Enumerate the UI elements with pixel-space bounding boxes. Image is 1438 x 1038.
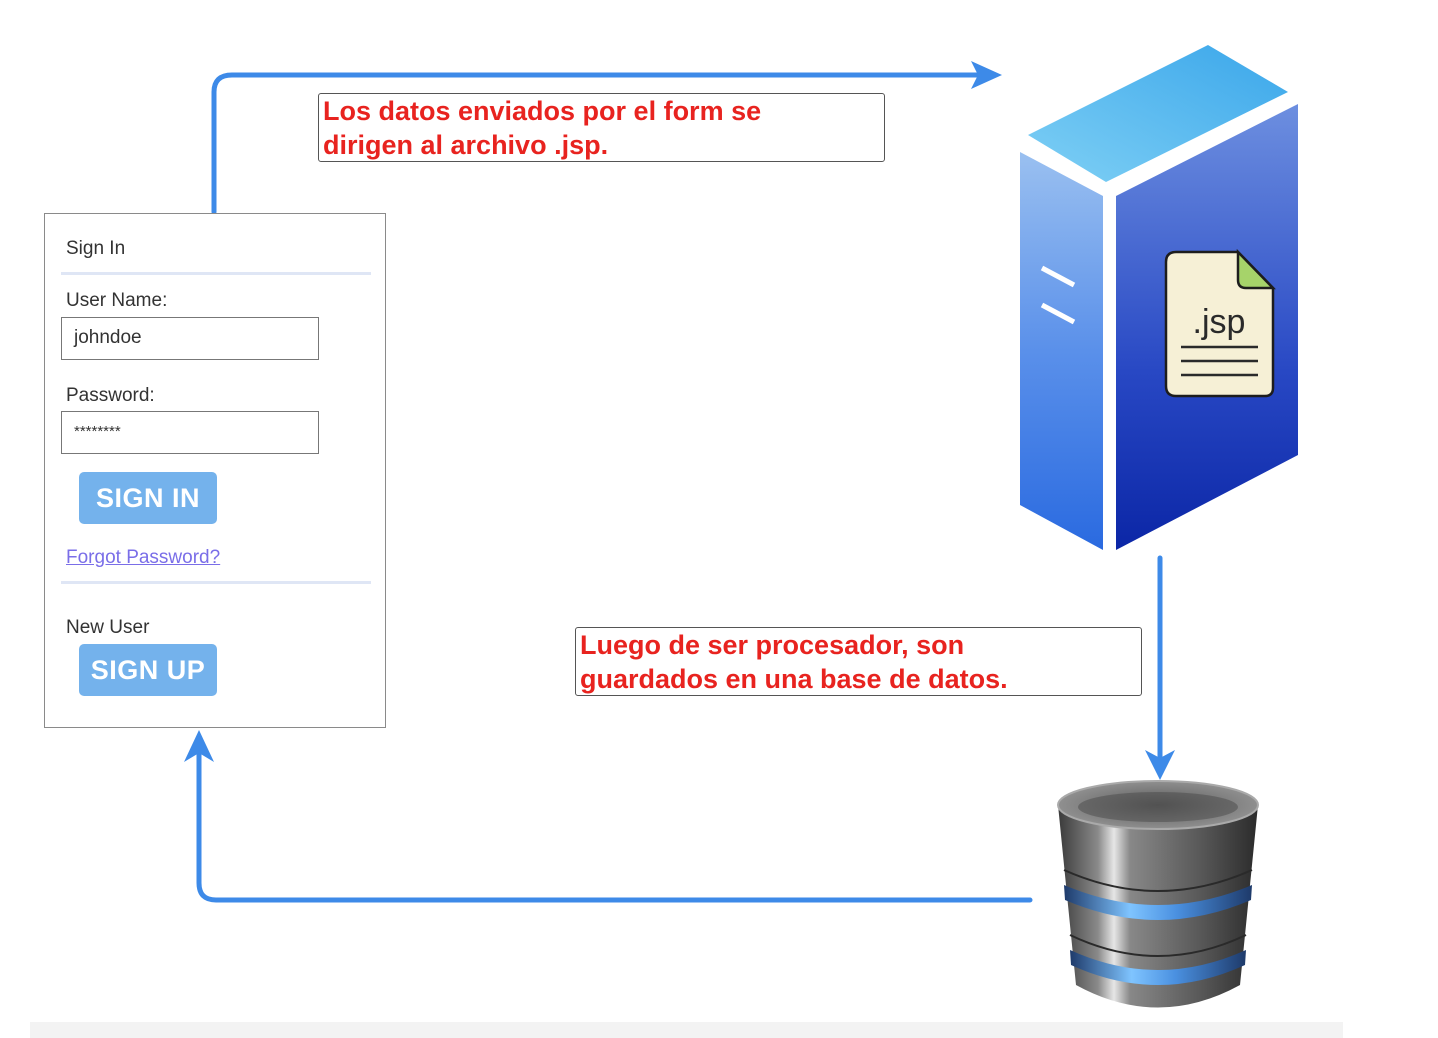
server-top-face bbox=[1028, 45, 1288, 182]
arrow-database-to-form bbox=[196, 749, 1033, 903]
db-band-1 bbox=[1064, 885, 1252, 920]
arrow-form-to-server bbox=[211, 72, 983, 215]
divider-bottom bbox=[61, 581, 371, 584]
server-slot-2 bbox=[1040, 302, 1076, 325]
sign-in-button[interactable]: SIGN IN bbox=[79, 472, 217, 524]
password-label: Password: bbox=[66, 385, 155, 406]
db-band-2 bbox=[1070, 950, 1246, 985]
new-user-label: New User bbox=[66, 617, 150, 638]
sign-up-button[interactable]: SIGN UP bbox=[79, 644, 217, 696]
arrowhead-down bbox=[1145, 750, 1175, 780]
arrowhead-up bbox=[184, 730, 214, 762]
callout-bottom-line-2: guardados en una base de datos. bbox=[580, 664, 1008, 694]
form-title: Sign In bbox=[66, 238, 126, 259]
username-field[interactable]: johndoe bbox=[61, 317, 319, 360]
jsp-file-label: .jsp bbox=[1193, 303, 1246, 341]
divider-top bbox=[61, 272, 371, 275]
callout-jsp-to-database: Luego de ser procesador, son guardados e… bbox=[575, 627, 1142, 696]
server-slot-1 bbox=[1040, 265, 1076, 288]
jsp-file-icon: .jsp bbox=[1164, 248, 1276, 398]
username-label: User Name: bbox=[66, 290, 168, 311]
callout-top-line-1: Los datos enviados por el form se bbox=[323, 96, 762, 126]
login-form: Sign In User Name: johndoe Password: ***… bbox=[44, 213, 386, 728]
password-field[interactable]: ******** bbox=[61, 411, 319, 454]
callout-bottom-line-1: Luego de ser procesador, son bbox=[580, 630, 965, 660]
callout-form-to-jsp: Los datos enviados por el form se dirige… bbox=[318, 93, 885, 162]
arrowhead-right bbox=[971, 61, 1002, 89]
forgot-password-link[interactable]: Forgot Password? bbox=[66, 547, 221, 568]
bottom-strip bbox=[30, 1022, 1343, 1038]
callout-top-line-2: dirigen al archivo .jsp. bbox=[323, 130, 609, 160]
server-left-face bbox=[1020, 152, 1103, 550]
